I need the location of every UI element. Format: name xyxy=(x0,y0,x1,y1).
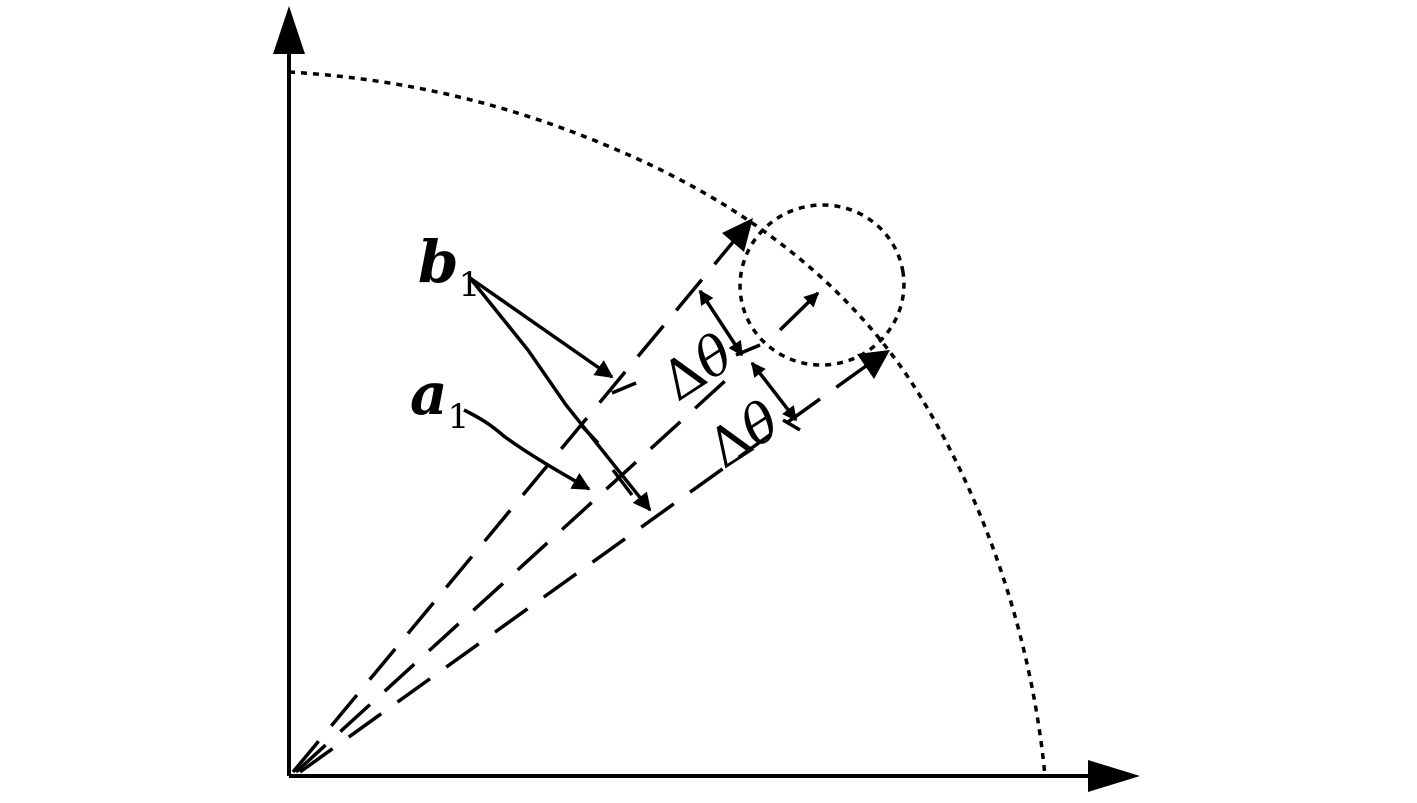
upper-ray-arrowhead xyxy=(722,218,753,252)
tick-angle-low xyxy=(782,418,801,432)
label-b1: b1 xyxy=(418,228,480,305)
middle-ray xyxy=(294,369,738,774)
tick-b1-lower xyxy=(611,468,634,497)
dotted-ellipse xyxy=(738,203,906,367)
x-axis-arrowhead xyxy=(1088,760,1140,792)
label-a1-letter: a xyxy=(410,360,448,428)
tick-b1-upper xyxy=(611,381,637,395)
pointer-arrows xyxy=(463,276,820,512)
label-a1: a1 xyxy=(410,360,469,437)
label-delta-theta-lower: Δθ xyxy=(696,389,790,481)
b1-pointer-upper xyxy=(468,276,614,379)
a1-pointer xyxy=(463,408,591,491)
dotted-arc xyxy=(288,70,1047,777)
y-axis-arrowhead xyxy=(273,6,305,54)
delta-theta-upper-arrow xyxy=(698,289,744,357)
dashed-rays xyxy=(291,218,890,774)
delta-theta-lower-arrow xyxy=(750,361,798,422)
lower-ray-arrowhead xyxy=(857,350,890,379)
label-b1-subscript: 1 xyxy=(459,265,481,305)
ellipse-radius-arrow xyxy=(778,291,820,332)
b1-pointer-lower xyxy=(468,276,652,512)
labels: b1 a1 Δθ Δθ xyxy=(410,228,791,481)
label-a1-subscript: 1 xyxy=(448,397,470,437)
axes xyxy=(273,6,1140,792)
label-b1-letter: b xyxy=(418,228,459,296)
